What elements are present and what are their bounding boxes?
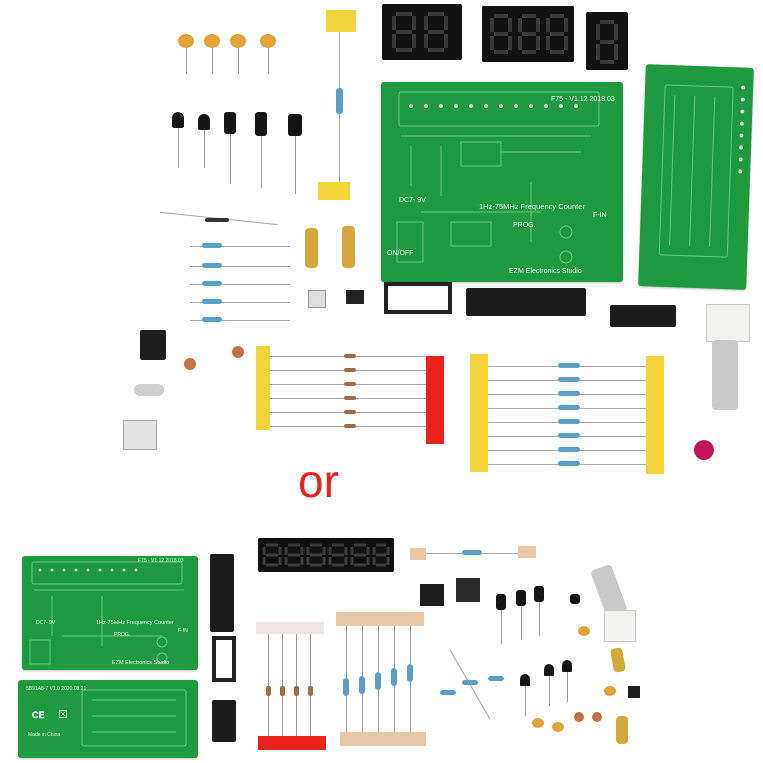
seven-segment-display-3digit xyxy=(482,6,574,62)
main-pcb-top: F75 - V1.12 2018.03 1Hz-75MHz Frequency … xyxy=(381,82,623,282)
pcb-version-label: F75 - V1.12 2018.03 xyxy=(551,96,615,103)
voltage-regulator xyxy=(346,290,364,304)
dc-jack-bottom xyxy=(420,584,444,606)
dip-ic xyxy=(610,305,676,327)
pcb-bottom-power-label: DC7- 9V xyxy=(36,620,56,626)
display-bottom-made-in-label: Made in China xyxy=(28,732,61,738)
display-bottom-version-label: 5B91A8-7 V1.0 2020.08.21 xyxy=(26,686,87,692)
pcb-bottom-title-label: 1Hz-75MHz Frequency Counter xyxy=(96,620,174,626)
pcb-bottom-version-label: F75 - V1.12 2018.03 xyxy=(138,558,184,564)
pin-header-vertical xyxy=(210,554,234,632)
pcb-bottom-maker-label: EZM Electronics Studio xyxy=(112,660,170,666)
pcb-switch-label: ON/OFF xyxy=(387,250,414,257)
dc-jack xyxy=(140,330,166,360)
pin-header xyxy=(466,288,586,316)
pcb-bottom-fin-label: F-IN xyxy=(178,628,188,634)
toroid-inductor xyxy=(694,440,714,460)
ce-mark-icon: 𝐂𝐄 xyxy=(32,710,45,720)
pcb-title-label: 1Hz-75MHz Frequency Counter xyxy=(479,202,585,211)
main-pcb-bottom: F75 - V1.12 2018.03 1Hz-75MHz Frequency … xyxy=(22,556,198,670)
weee-bin-icon: ☒ xyxy=(58,709,68,721)
seven-segment-display-2digit xyxy=(382,4,462,60)
display-pcb-top xyxy=(638,64,754,290)
dip-ic-bottom xyxy=(212,700,236,742)
pcb-prog-label: PROG. xyxy=(513,222,536,229)
seven-segment-display-1digit xyxy=(586,12,628,70)
pcb-maker-label: EZM Electronics Studio xyxy=(509,268,582,275)
pcb-fin-label: F-IN xyxy=(593,212,607,219)
ic-socket xyxy=(384,282,452,314)
crystal xyxy=(134,384,164,396)
ic-socket-bottom xyxy=(212,636,236,682)
pcb-bottom-prog-label: PROG. xyxy=(114,632,131,638)
display-pcb-bottom: 5B91A8-7 V1.0 2020.08.21 𝐂𝐄 ☒ Made in Ch… xyxy=(18,680,198,758)
slide-switch xyxy=(123,420,157,450)
slide-switch-bottom xyxy=(456,578,480,602)
separator-or-text: or xyxy=(298,455,339,507)
pcb-power-label: DC7- 9V xyxy=(399,197,426,204)
push-button xyxy=(308,290,326,308)
six-digit-seven-segment-display xyxy=(258,538,394,572)
